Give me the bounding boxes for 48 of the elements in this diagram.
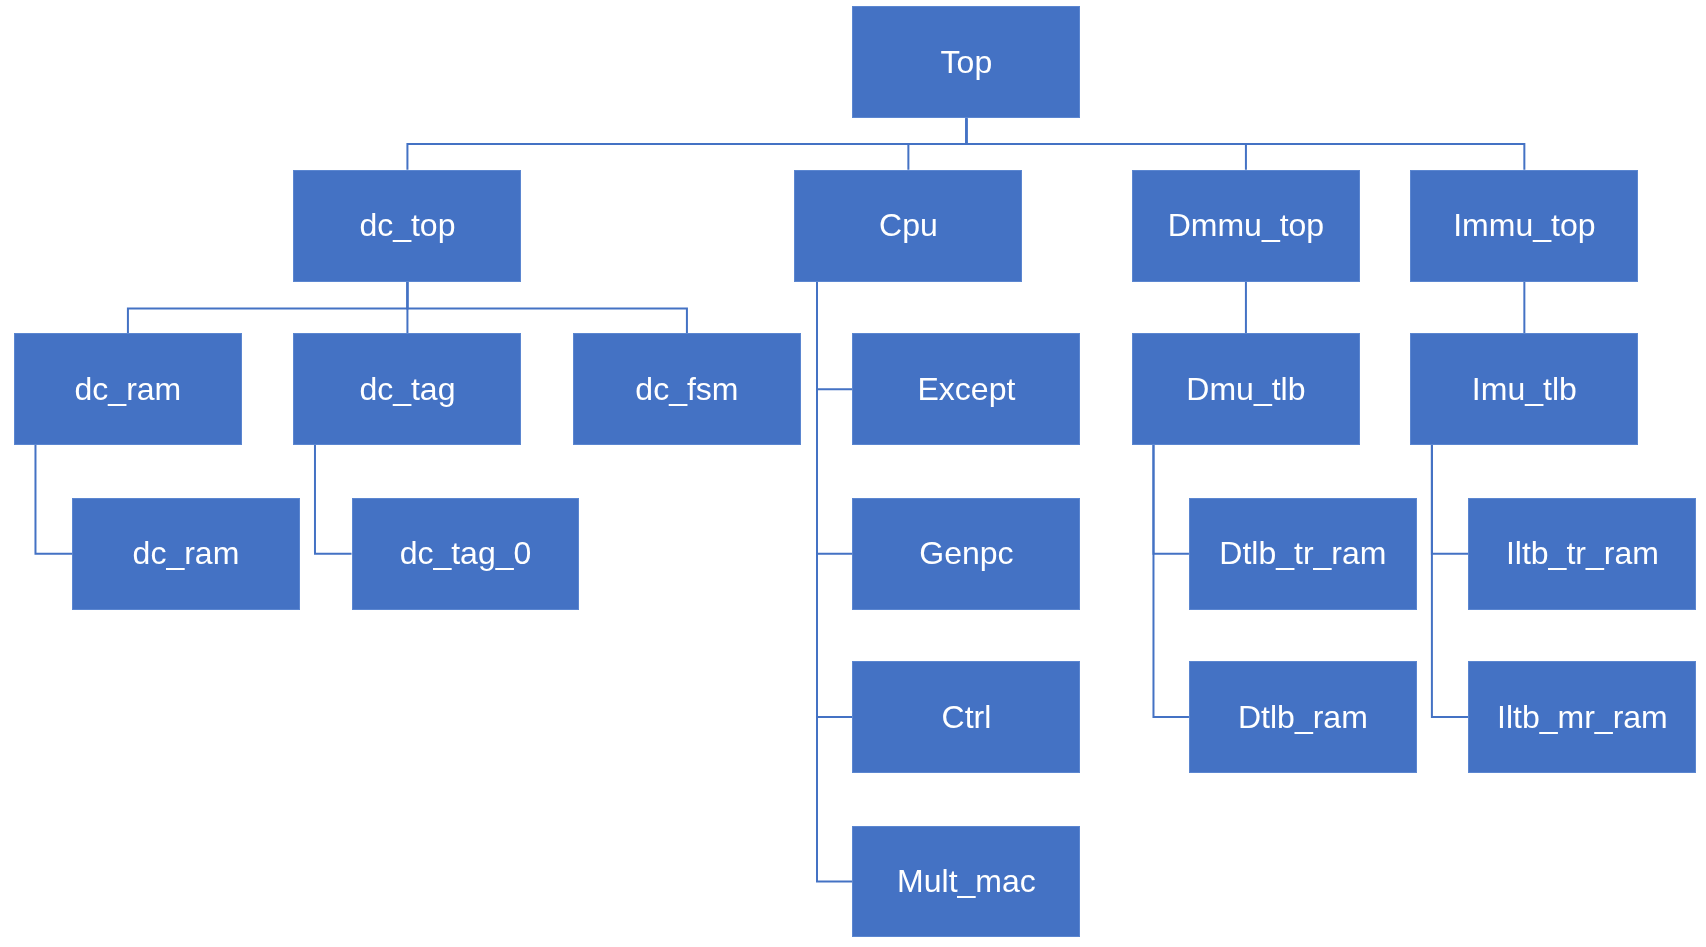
module-name: Immu_top xyxy=(1453,207,1596,245)
connector-line xyxy=(313,444,353,555)
module-box xyxy=(13,333,242,446)
module-name: Dmmu_top xyxy=(1167,207,1325,245)
module-name: Mult_mac xyxy=(897,863,1036,900)
module-box xyxy=(852,6,1081,119)
module-name: dc_ram xyxy=(74,370,182,408)
module-box xyxy=(72,497,300,610)
module-name: Ctrl xyxy=(941,698,992,736)
module-box xyxy=(1468,661,1697,773)
module-name: Iltb_tr_ram xyxy=(1505,535,1659,573)
module-name: Dtlb_tr_ram xyxy=(1219,535,1387,573)
module-box xyxy=(1131,333,1360,446)
module-box xyxy=(1410,333,1639,446)
module-name: Cpu xyxy=(879,207,938,245)
module-box xyxy=(351,497,580,610)
connector-line xyxy=(406,280,688,335)
connector-line xyxy=(34,444,73,555)
module-box xyxy=(852,825,1081,938)
module-name: Except xyxy=(917,370,1016,408)
connector-line xyxy=(1244,280,1247,335)
module-box xyxy=(1468,497,1697,610)
connector-line xyxy=(1523,280,1526,335)
module-box xyxy=(852,333,1081,446)
module-box xyxy=(293,333,522,446)
module-box xyxy=(1410,169,1639,282)
module-box xyxy=(1188,661,1417,773)
module-box xyxy=(293,169,522,282)
module-box xyxy=(1131,169,1360,282)
module-box xyxy=(852,497,1081,610)
connector-line xyxy=(1430,444,1470,719)
connector-line xyxy=(965,117,1526,171)
module-name: dc_top xyxy=(359,207,456,245)
module-box xyxy=(794,169,1023,282)
module-name: dc_ram xyxy=(132,535,240,573)
module-name: Genpc xyxy=(919,535,1014,573)
connector-line xyxy=(1152,444,1190,719)
module-name: Dtlb_ram xyxy=(1237,698,1368,736)
module-name: Dmu_tlb xyxy=(1186,370,1306,408)
module-name: Imu_tlb xyxy=(1471,370,1577,408)
module-name: dc_tag_0 xyxy=(399,535,532,573)
module-name: Top xyxy=(940,43,993,81)
module-box xyxy=(1188,497,1417,610)
module-name: Iltb_mr_ram xyxy=(1497,698,1668,736)
module-name: dc_fsm xyxy=(635,370,739,408)
module-name: dc_tag xyxy=(359,370,456,408)
module-box xyxy=(852,661,1081,773)
module-box xyxy=(572,333,801,446)
